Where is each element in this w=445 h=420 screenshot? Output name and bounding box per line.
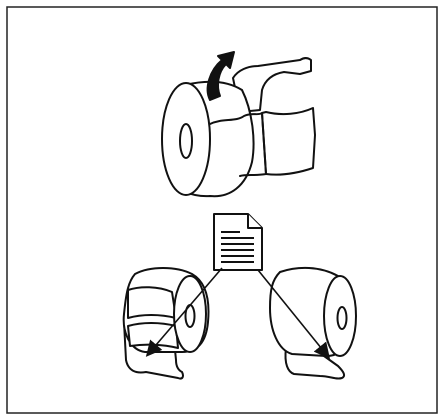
label-on-roll-2 <box>127 322 179 349</box>
tear-direction-arrow-icon <box>206 51 235 101</box>
paper-strip-upper <box>232 57 312 113</box>
label-roll-right-core <box>336 306 348 330</box>
arrow-to-left-roll-icon <box>145 267 223 357</box>
paper-strip-lower <box>261 107 316 176</box>
label-on-roll-1 <box>127 286 177 319</box>
arrow-to-right-roll-icon <box>257 269 331 359</box>
label-roll-right-illustration <box>269 266 357 380</box>
roll-core <box>179 123 193 159</box>
torn-paper-roll-illustration <box>161 51 316 198</box>
outer-border <box>6 6 438 414</box>
roll-tear-edge <box>209 112 267 177</box>
document-icon <box>213 213 263 271</box>
